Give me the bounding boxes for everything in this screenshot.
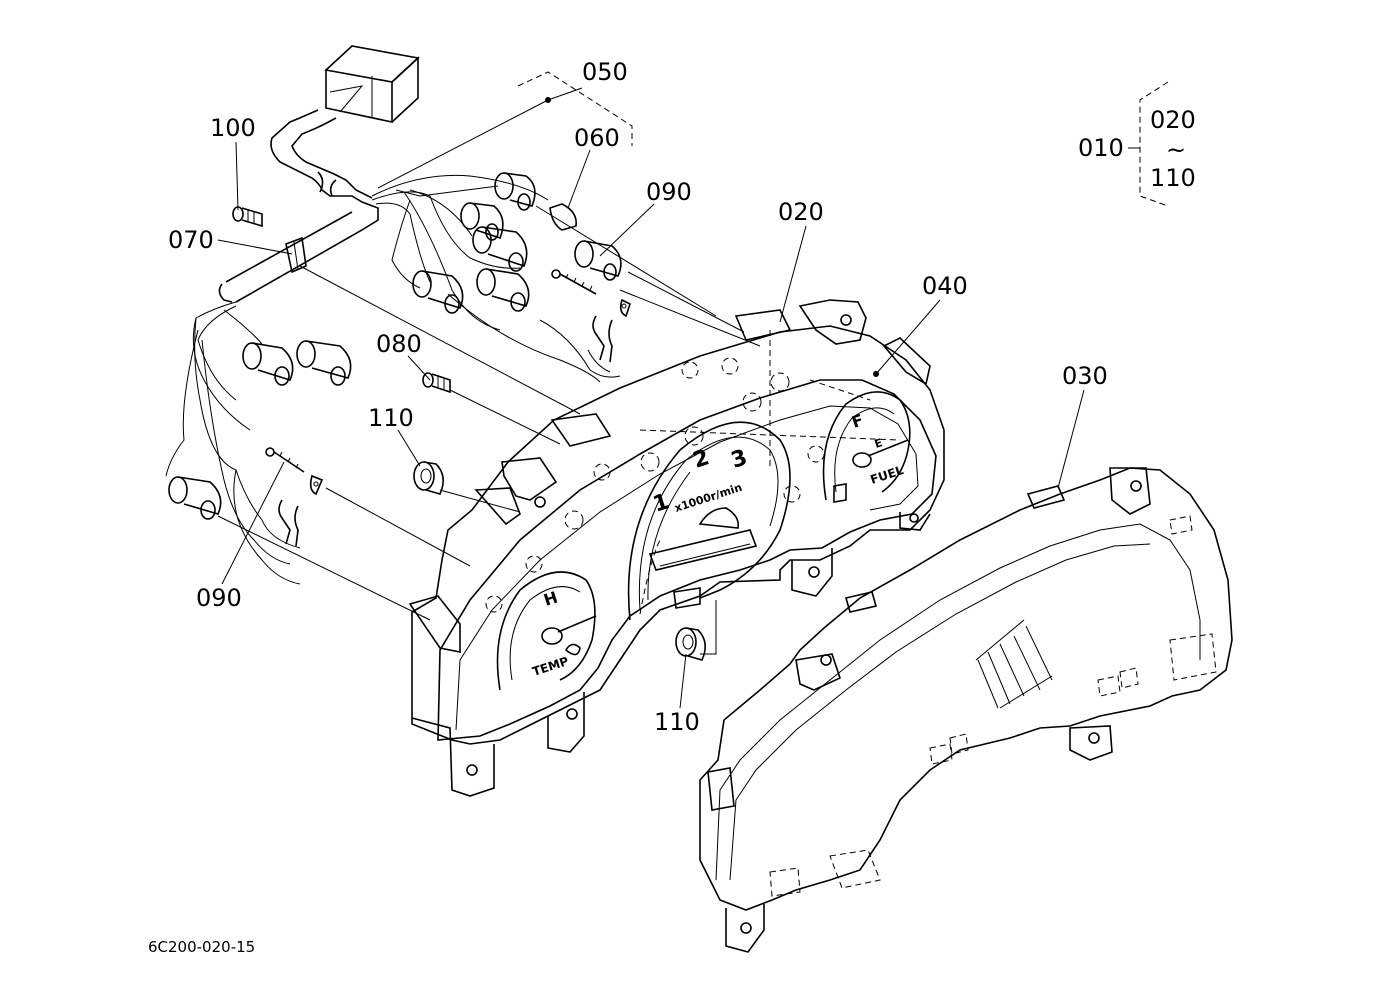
assembly-lines xyxy=(217,99,901,655)
callout-090-upper: 090 xyxy=(646,178,692,206)
bracket-to-110: 110 xyxy=(1150,164,1196,192)
bracket-parent-010: 010 xyxy=(1078,134,1124,162)
fuel-label: FUEL xyxy=(869,463,906,487)
callout-100: 100 xyxy=(210,114,256,142)
callout-060: 060 xyxy=(574,124,620,152)
panel-cover-030 xyxy=(699,467,1233,953)
callout-080: 080 xyxy=(376,330,422,358)
tacho-unit-label: x1000r/min xyxy=(673,481,744,515)
screw-100 xyxy=(232,206,263,228)
socket-4 xyxy=(476,268,530,312)
callout-090-lower: 090 xyxy=(196,584,242,612)
fuel-gauge: FUEL F E xyxy=(822,391,911,503)
callout-030: 030 xyxy=(1062,362,1108,390)
tacho-label-1: 1 xyxy=(650,489,672,518)
terminal-upper xyxy=(592,298,631,363)
socket-6 xyxy=(574,240,622,281)
callout-110-upper: 110 xyxy=(368,404,414,432)
socket-8 xyxy=(296,340,352,386)
screw-080 xyxy=(422,372,451,394)
harness-connector xyxy=(324,45,420,123)
fuel-empty-label: E xyxy=(873,436,884,451)
bracket-from-020: 020 xyxy=(1150,106,1196,134)
wire-harness xyxy=(165,45,633,585)
temp-label: TEMP xyxy=(531,654,571,679)
grommet-110-lower xyxy=(675,627,706,661)
callout-040: 040 xyxy=(922,272,968,300)
bracket-tilde: ~ xyxy=(1166,136,1186,164)
fuel-full-label: F xyxy=(849,410,865,431)
callout-020: 020 xyxy=(778,198,824,226)
callout-labels: 050 060 090 100 070 020 040 080 110 030 … xyxy=(168,58,1196,736)
socket-2 xyxy=(460,202,504,241)
terminal-lower xyxy=(278,474,324,547)
screw-090-upper xyxy=(551,269,597,295)
socket-9 xyxy=(168,476,222,520)
leader-lines xyxy=(217,81,1169,709)
socket-1 xyxy=(494,172,536,211)
socket-5 xyxy=(412,270,464,314)
tacho-label-2: 2 xyxy=(690,445,712,474)
callout-050: 050 xyxy=(582,58,628,86)
drawing-number: 6C200-020-15 xyxy=(148,938,256,956)
screws xyxy=(232,206,706,661)
temperature-gauge: TEMP H xyxy=(496,571,597,691)
tacho-label-3: 3 xyxy=(728,445,750,474)
temp-hot-label: H xyxy=(541,588,560,610)
callout-110-lower: 110 xyxy=(654,708,700,736)
socket-7 xyxy=(242,342,294,386)
socket-3 xyxy=(472,226,528,272)
screw-090-lower xyxy=(265,447,305,473)
grommet-110-upper xyxy=(413,461,444,495)
callout-070: 070 xyxy=(168,226,214,254)
bulb-sockets xyxy=(168,172,622,520)
